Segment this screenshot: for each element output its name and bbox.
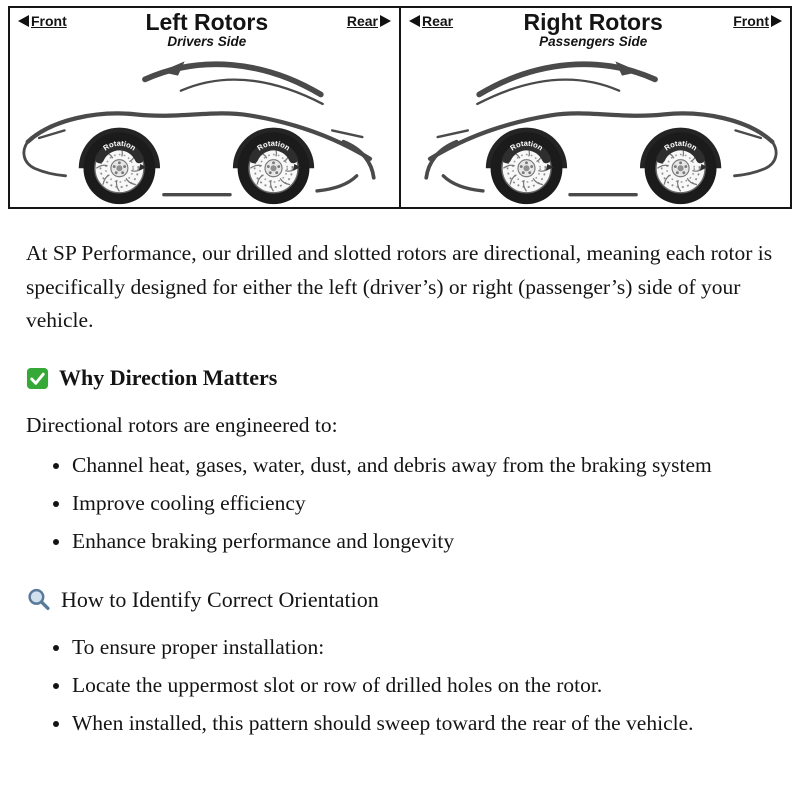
list-item: Locate the uppermost slot or row of dril… xyxy=(72,669,774,702)
panel-subtitle: Passengers Side xyxy=(539,34,648,50)
left-car-illustration xyxy=(18,51,391,207)
direction-benefits-list: Channel heat, gases, water, dust, and de… xyxy=(26,449,774,559)
intro-paragraph: At SP Performance, our drilled and slott… xyxy=(26,241,773,332)
direction-text: Rear xyxy=(346,13,378,29)
article-body: At SP Performance, our drilled and slott… xyxy=(0,221,800,786)
section-heading-text: How to Identify Correct Orientation xyxy=(61,586,379,612)
direction-text: Front xyxy=(31,13,67,29)
arrow-right-icon xyxy=(770,15,782,27)
panel-title: Right Rotors xyxy=(523,9,663,35)
list-item: Enhance braking performance and longevit… xyxy=(72,525,774,558)
right-car-illustration xyxy=(409,51,782,207)
left-rotors-panel: Front Left Rotors Drivers Side Rear xyxy=(10,8,399,207)
section-heading-text: Why Direction Matters xyxy=(59,365,278,391)
direction-text: Front xyxy=(733,13,769,29)
front-direction-label: Front xyxy=(733,13,782,29)
panel-subtitle: Drivers Side xyxy=(167,34,247,50)
right-panel-titles: Right Rotors Passengers Side xyxy=(524,10,663,49)
rear-direction-label: Rear xyxy=(409,13,453,29)
arrow-left-icon xyxy=(18,15,29,27)
orientation-steps-list: To ensure proper installation: Locate th… xyxy=(26,631,774,741)
right-rotors-panel: Rear Right Rotors Passengers Side Front xyxy=(399,8,790,208)
front-direction-label: Front xyxy=(18,13,67,29)
left-panel-titles: Left Rotors Drivers Side xyxy=(145,10,268,49)
check-icon xyxy=(26,367,49,390)
list-item: Improve cooling efficiency xyxy=(72,487,774,520)
right-panel-header: Rear Right Rotors Passengers Side Front xyxy=(409,10,782,49)
magnifier-icon xyxy=(26,587,51,612)
list-item: To ensure proper installation: xyxy=(72,631,774,664)
panel-title: Left Rotors xyxy=(145,9,269,35)
rotor-direction-diagram: Front Left Rotors Drivers Side Rear Rear xyxy=(8,6,792,210)
section-heading-direction-matters: Why Direction Matters xyxy=(26,361,774,395)
section-heading-identify-orientation: How to Identify Correct Orientation xyxy=(26,583,774,617)
arrow-left-icon xyxy=(409,15,420,27)
direction-text: Rear xyxy=(422,13,454,29)
list-item: When installed, this pattern should swee… xyxy=(72,707,774,740)
section-lead: Directional rotors are engineered to: xyxy=(26,413,338,438)
list-item: Channel heat, gases, water, dust, and de… xyxy=(72,449,774,482)
left-panel-header: Front Left Rotors Drivers Side Rear xyxy=(18,10,391,49)
arrow-right-icon xyxy=(379,15,391,27)
rear-direction-label: Rear xyxy=(347,13,391,29)
